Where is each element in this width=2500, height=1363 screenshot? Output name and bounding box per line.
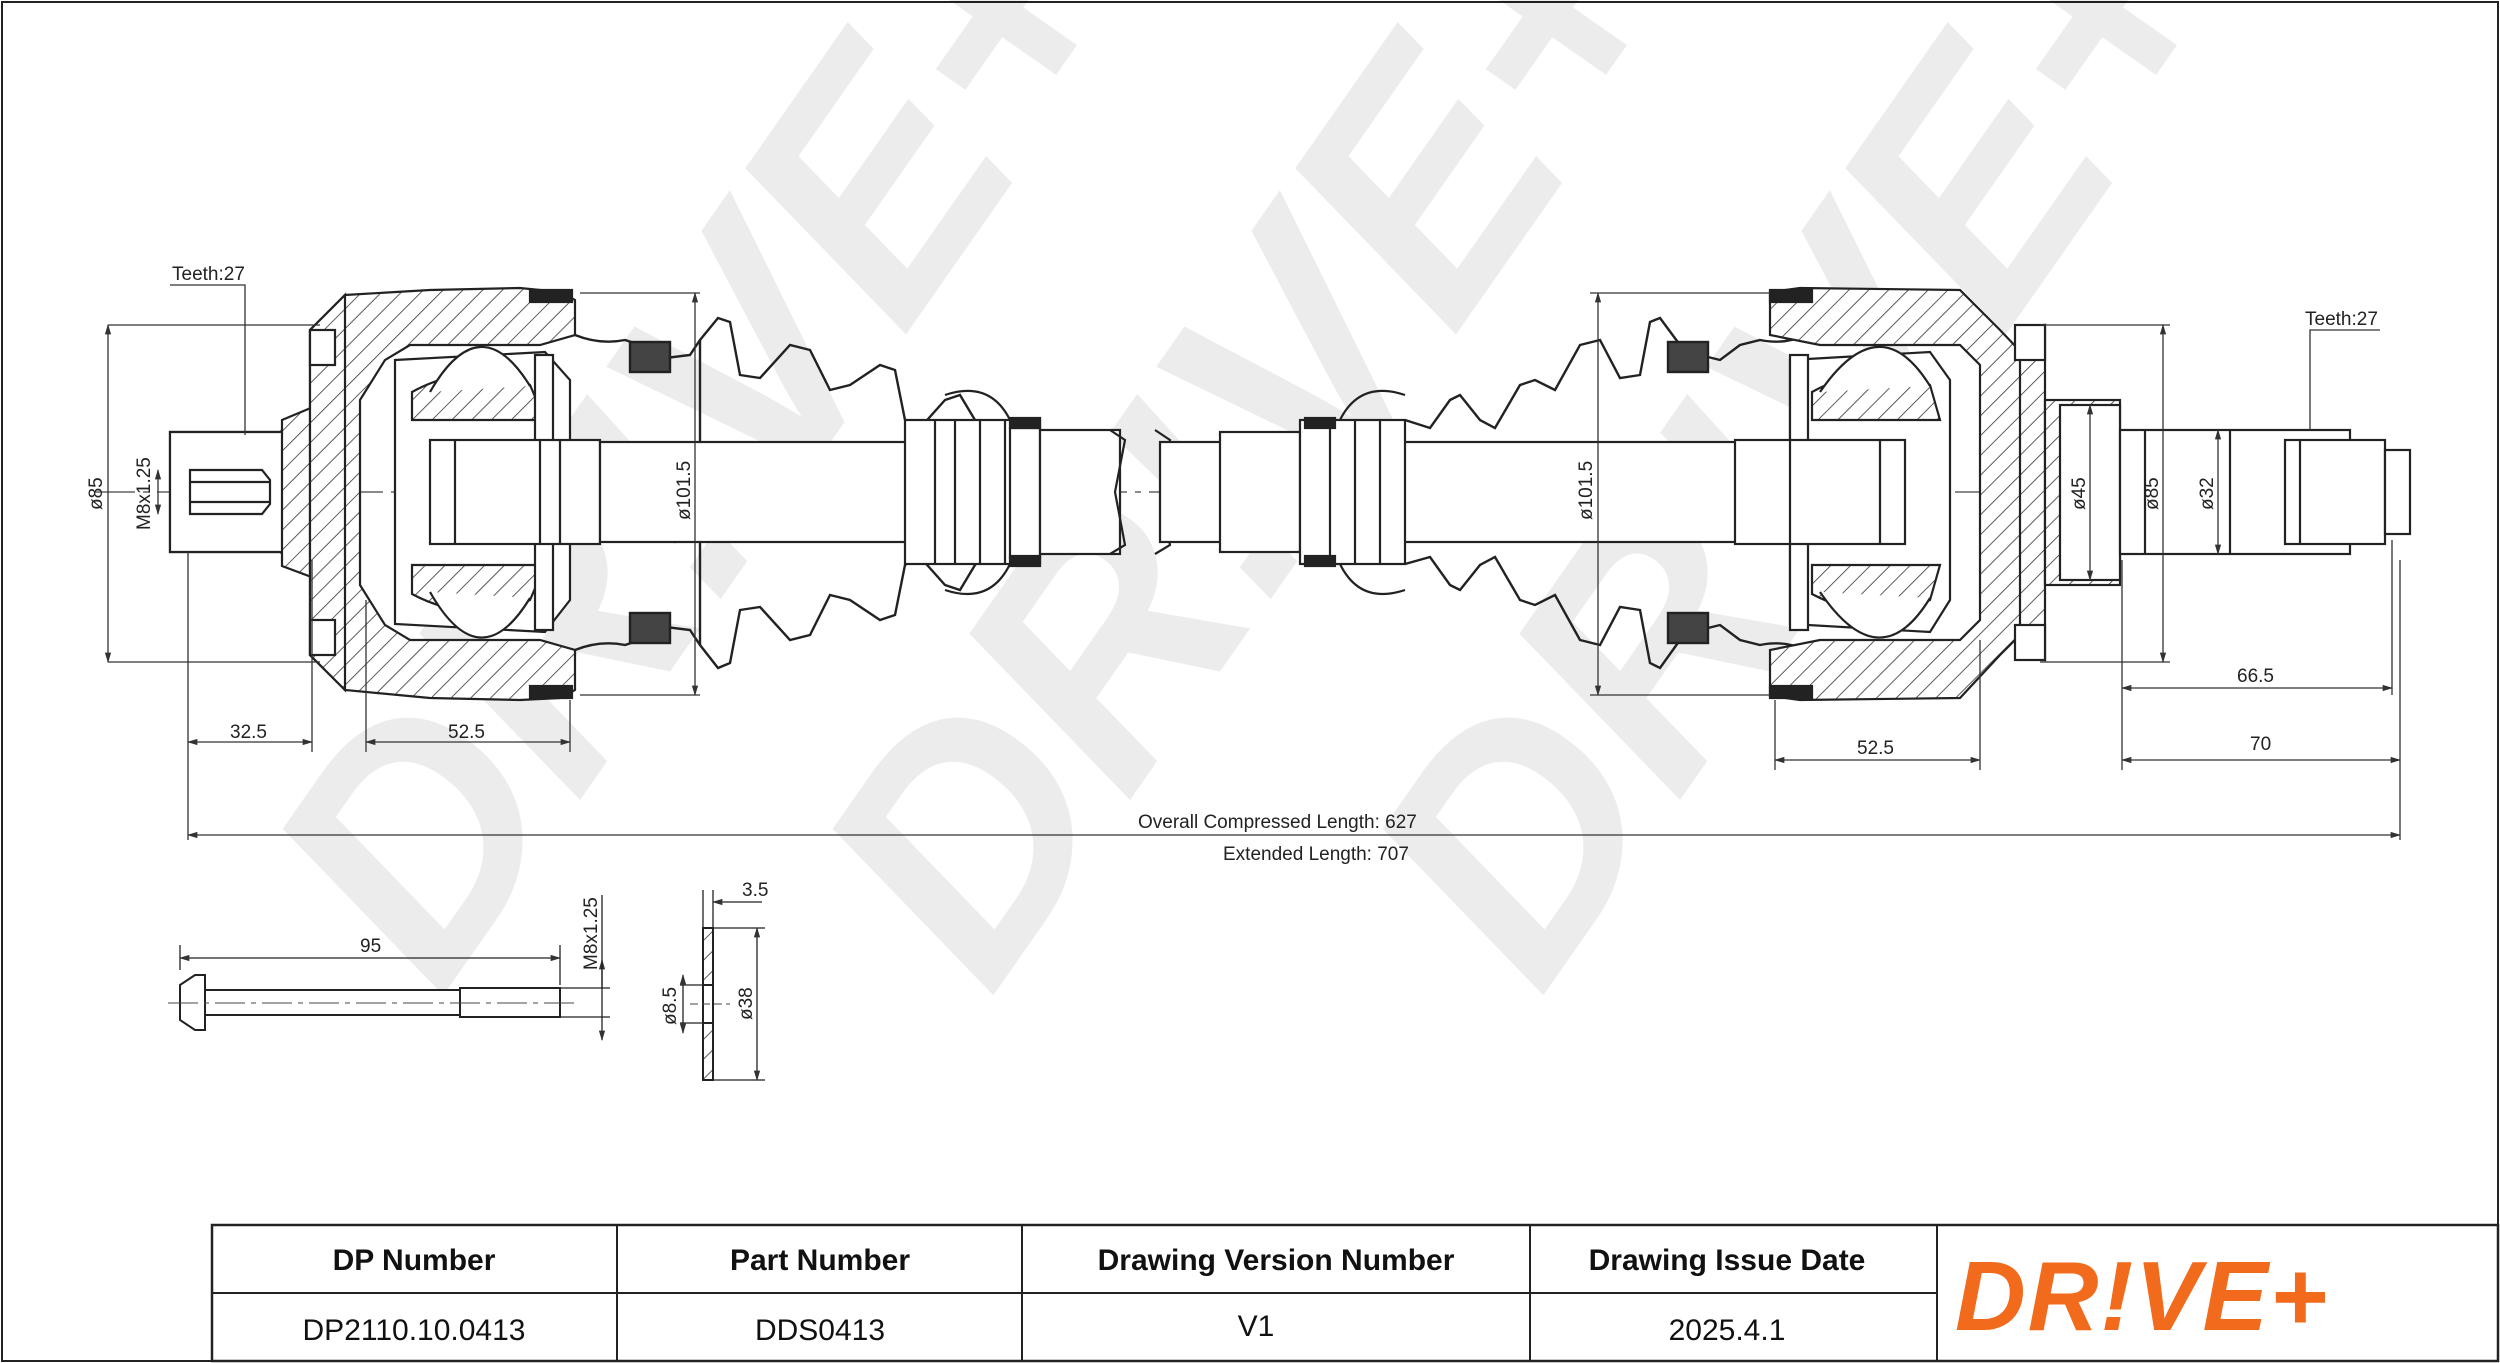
dim-66-5-label: 66.5 [2237,666,2274,687]
value-drawing-version: V1 [1238,1310,1275,1343]
left-thread-label: M8x1.25 [134,457,155,530]
brand-logo: DR!VE+ [1955,1241,2329,1351]
bolt-length-label: 95 [360,936,381,957]
bolt-thread-label: M8x1.25 [581,897,602,970]
header-part-number: Part Number [730,1244,910,1277]
value-part-number: DDS0413 [755,1314,885,1347]
washer-thickness-label: 3.5 [742,880,768,901]
dim-32-5-label: 32.5 [230,722,267,743]
right-d45-label: ø45 [2069,477,2090,510]
logo-text: DR!VE+ [1955,1241,2329,1351]
left-shaft [598,389,1127,596]
left-cv-joint [168,286,602,702]
right-boot [1404,316,1806,670]
right-d85-label: ø85 [2142,477,2163,510]
washer-detail [679,890,765,1082]
left-d101-label: ø101.5 [674,461,695,520]
left-teeth-label: Teeth:27 [172,264,245,285]
washer-inner-dia-label: ø8.5 [660,987,681,1025]
header-issue-date: Drawing Issue Date [1589,1244,1866,1277]
dim-52-5-left-label: 52.5 [448,722,485,743]
value-issue-date: 2025.4.1 [1669,1314,1786,1347]
value-dp-number: DP2110.10.0413 [303,1314,526,1347]
washer-outer-dia-label: ø38 [736,987,757,1020]
dimension-lines [104,284,2402,840]
dim-52-5-right-label: 52.5 [1857,738,1894,759]
dim-70-label: 70 [2250,734,2271,755]
left-d85-label: ø85 [86,477,107,510]
right-d101-label: ø101.5 [1576,461,1597,520]
overall-compressed-label: Overall Compressed Length: 627 [1138,812,1417,833]
header-drawing-version: Drawing Version Number [1098,1244,1455,1277]
extended-length-label: Extended Length: 707 [1223,844,1409,865]
dimension-labels: Teeth:27 Teeth:27 ø85 M8x1.25 ø101.5 ø10… [86,264,2378,865]
title-block: DP Number Part Number Drawing Version Nu… [210,1223,2500,1363]
right-d32-label: ø32 [2197,477,2218,510]
right-teeth-label: Teeth:27 [2305,309,2378,330]
header-dp-number: DP Number [333,1244,496,1277]
bolt-detail [168,895,610,1042]
right-shaft [1154,389,1782,596]
